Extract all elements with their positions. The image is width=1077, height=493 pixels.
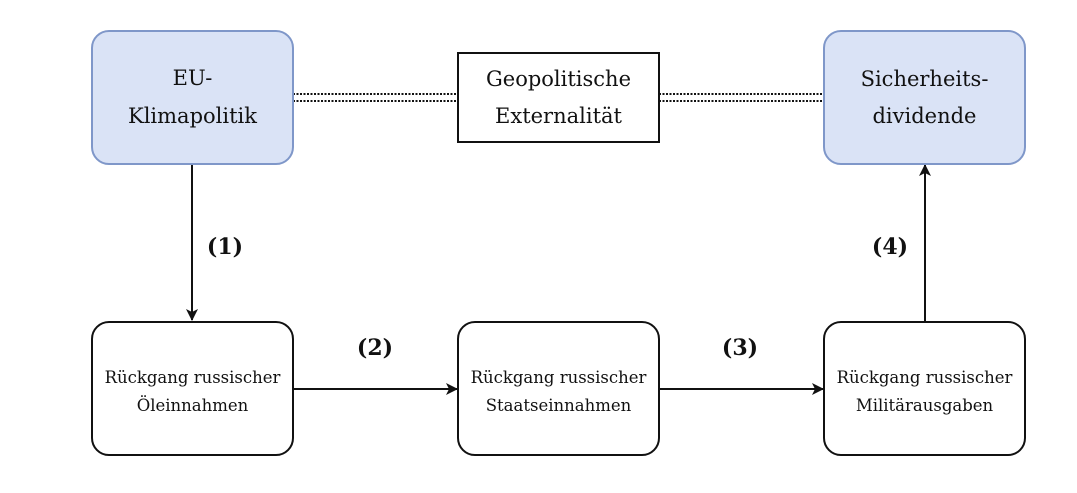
node-geopolitische-externalitaet-line-1: Geopolitische: [486, 67, 631, 91]
node-staatseinnahmen-line-2: Staatseinnahmen: [486, 396, 632, 415]
node-oeleinnahmen: Rückgang russischer Öleinnahmen: [91, 321, 294, 456]
node-militaerausgaben-line-1: Rückgang russischer: [837, 368, 1013, 387]
step-label-2: (2): [357, 335, 393, 361]
node-militaerausgaben: Rückgang russischer Militärausgaben: [823, 321, 1026, 456]
dotted-connector-right: [659, 93, 823, 102]
node-eu-klimapolitik: EU- Klimapolitik: [91, 30, 294, 165]
node-sicherheitsdividende-line-2: dividende: [872, 104, 976, 128]
node-oeleinnahmen-line-1: Rückgang russischer: [105, 368, 281, 387]
node-eu-klimapolitik-line-1: EU-: [173, 66, 213, 90]
node-geopolitische-externalitaet-line-2: Externalität: [495, 104, 623, 128]
node-eu-klimapolitik-box: [91, 30, 294, 165]
node-staatseinnahmen: Rückgang russischer Staatseinnahmen: [457, 321, 660, 456]
node-staatseinnahmen-box: [457, 321, 660, 456]
node-sicherheitsdividende-box: [823, 30, 1026, 165]
node-sicherheitsdividende: Sicherheits- dividende: [823, 30, 1026, 165]
node-staatseinnahmen-line-1: Rückgang russischer: [471, 368, 647, 387]
node-geopolitische-externalitaet: Geopolitische Externalität: [457, 52, 660, 143]
node-oeleinnahmen-box: [91, 321, 294, 456]
dotted-connector-left: [293, 93, 457, 102]
step-label-3: (3): [722, 335, 758, 361]
node-militaerausgaben-line-2: Militärausgaben: [856, 396, 994, 415]
step-label-1: (1): [207, 234, 243, 260]
step-label-4: (4): [872, 234, 908, 260]
node-geopolitische-externalitaet-box: [457, 52, 660, 143]
node-eu-klimapolitik-line-2: Klimapolitik: [128, 104, 257, 128]
node-militaerausgaben-box: [823, 321, 1026, 456]
node-oeleinnahmen-line-2: Öleinnahmen: [137, 395, 249, 415]
node-sicherheitsdividende-line-1: Sicherheits-: [861, 67, 989, 91]
